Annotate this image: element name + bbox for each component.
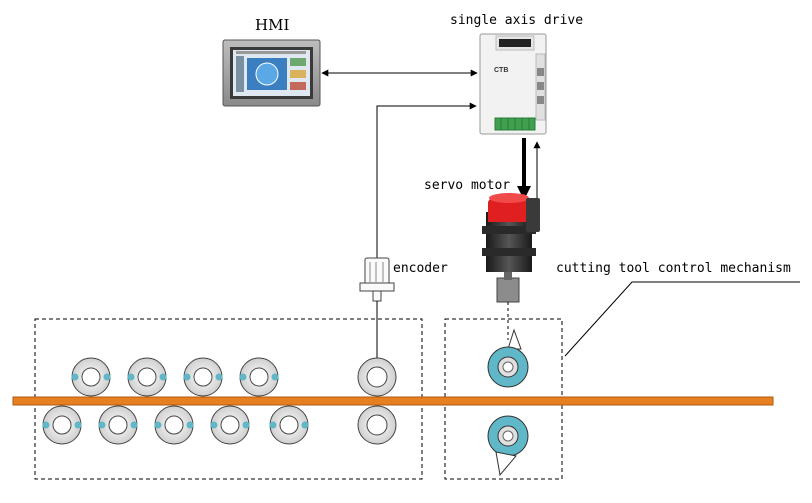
- roller: [127, 357, 167, 397]
- drive-motor-arrowhead: [517, 186, 531, 200]
- hmi-panel: [222, 39, 321, 107]
- roller: [71, 357, 111, 397]
- drive-label: single axis drive: [450, 13, 584, 28]
- roller: [183, 357, 223, 397]
- servo-motor: [482, 193, 540, 303]
- roller: [210, 405, 250, 445]
- encoder-roller-lower: [357, 405, 397, 445]
- servo-label: servo motor: [424, 178, 511, 193]
- cutter-callout-leader: [564, 281, 800, 357]
- hmi-label: HMI: [255, 16, 290, 34]
- lower-rollers: [42, 405, 397, 445]
- encoder-device: [359, 257, 395, 358]
- roller: [269, 405, 309, 445]
- encoder-roller: [357, 357, 397, 397]
- encoder-feedback-line: [376, 102, 477, 258]
- roller: [239, 357, 279, 397]
- encoder-label: encoder: [393, 261, 448, 276]
- material-strip: [12, 396, 774, 406]
- upper-rollers: [71, 357, 397, 397]
- drive-brand: CTB: [494, 67, 508, 74]
- lower-cutter: [487, 415, 529, 477]
- roller: [42, 405, 82, 445]
- roller: [98, 405, 138, 445]
- upper-cutter: [487, 328, 529, 388]
- servo-drive: CTB: [479, 33, 547, 135]
- roller: [154, 405, 194, 445]
- cutter-label: cutting tool control mechanism: [556, 261, 791, 276]
